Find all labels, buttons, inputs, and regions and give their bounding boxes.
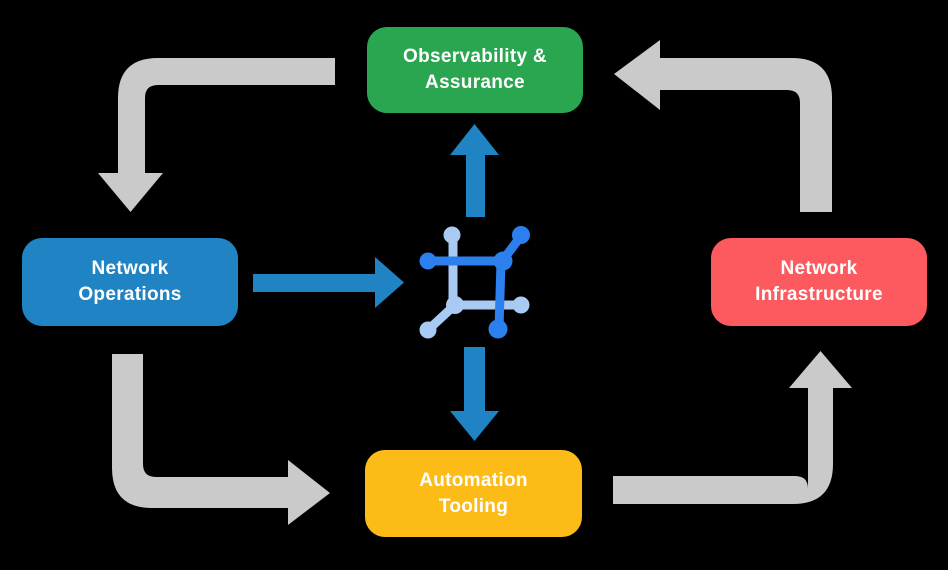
arrow-infrastructure-to-observability (614, 40, 832, 212)
arrow-operations-to-automation (112, 354, 330, 525)
network-automation-icon (419, 226, 530, 339)
node-infrastructure: Network Infrastructure (711, 238, 927, 326)
node-operations-label: Network Operations (78, 258, 182, 305)
node-automation: Automation Tooling (365, 450, 582, 537)
arrow-center-to-observability (450, 124, 499, 217)
icon-light-nodes (419, 226, 530, 339)
icon-bright-nodes (419, 226, 530, 339)
node-operations: Network Operations (22, 238, 238, 326)
arrow-observability-to-operations (98, 58, 335, 212)
arrow-center-to-automation (450, 347, 499, 441)
arrow-operations-to-center (253, 257, 404, 308)
node-automation-label: Automation Tooling (419, 469, 528, 517)
node-observability-label: Observability & Assurance (403, 46, 547, 93)
node-infrastructure-label: Network Infrastructure (755, 258, 883, 305)
arrow-automation-to-infrastructure (613, 351, 852, 504)
node-observability: Observability & Assurance (367, 27, 583, 113)
